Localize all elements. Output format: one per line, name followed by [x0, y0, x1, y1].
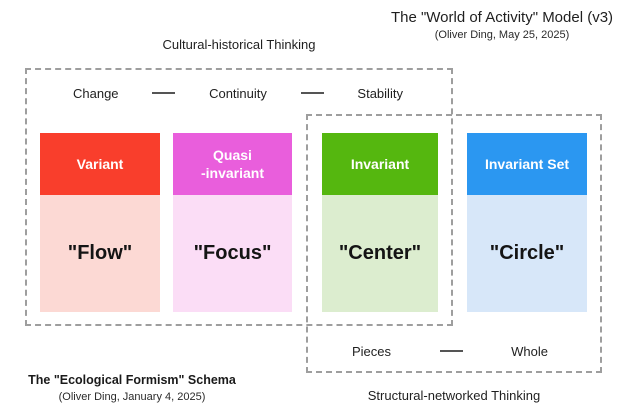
center-body: "Center" — [322, 195, 438, 312]
invariant-header-label: Invariant — [350, 155, 410, 172]
schema-credit: (Oliver Ding, January 4, 2025) — [58, 391, 206, 403]
schema-title: The "Ecological Formism" Schema — [28, 373, 236, 387]
axis-dash-separator — [439, 350, 463, 352]
axis-label-change: Change — [73, 85, 119, 101]
invariant-set-header: Invariant Set — [467, 133, 587, 195]
diagram-title: The "World of Activity" Model (v3) — [390, 9, 614, 26]
focus-body-label: "Focus" — [193, 242, 272, 264]
circle-body-label: "Circle" — [489, 242, 565, 264]
quasi-invariant-header-line2: -invariant — [200, 165, 264, 181]
center-body-label: "Center" — [338, 242, 422, 264]
invariant-set-header-label: Invariant Set — [484, 155, 570, 172]
axis-label-whole: Whole — [511, 343, 548, 359]
quasi-invariant-focus-box: Quasi -invariant "Focus" — [173, 133, 292, 312]
quasi-invariant-header-line1: Quasi — [213, 146, 252, 163]
axis-label-stability: Stability — [357, 85, 403, 101]
variant-header-label: Variant — [76, 155, 124, 172]
axis-dash-separator — [152, 92, 176, 94]
structural-region-label: Structural-networked Thinking — [367, 388, 541, 403]
cultural-region-frame — [25, 68, 453, 326]
circle-body: "Circle" — [467, 195, 587, 312]
variant-flow-box: Variant "Flow" — [40, 133, 160, 312]
structural-region-frame — [306, 114, 602, 373]
axis-dash-separator — [300, 92, 324, 94]
variant-header: Variant — [40, 133, 160, 195]
schema-footer-block: The "Ecological Formism" Schema (Oliver … — [18, 373, 246, 403]
pieces-whole-axis: Pieces Whole — [352, 342, 548, 360]
axis-label-pieces: Pieces — [352, 343, 392, 359]
diagram-title-credit: (Oliver Ding, May 25, 2025) — [434, 29, 570, 41]
diagram-title-block: The "World of Activity" Model (v3) (Oliv… — [378, 9, 626, 41]
flow-body: "Flow" — [40, 195, 160, 312]
invariant-center-box: Invariant "Center" — [322, 133, 438, 312]
cultural-region-label: Cultural-historical Thinking — [162, 37, 316, 52]
quasi-invariant-header: Quasi -invariant — [173, 133, 292, 195]
axis-label-continuity: Continuity — [209, 85, 267, 101]
change-stability-axis: Change Continuity Stability — [73, 84, 403, 102]
focus-body: "Focus" — [173, 195, 292, 312]
invariant-header: Invariant — [322, 133, 438, 195]
flow-body-label: "Flow" — [67, 242, 133, 264]
invariant-set-circle-box: Invariant Set "Circle" — [467, 133, 587, 312]
